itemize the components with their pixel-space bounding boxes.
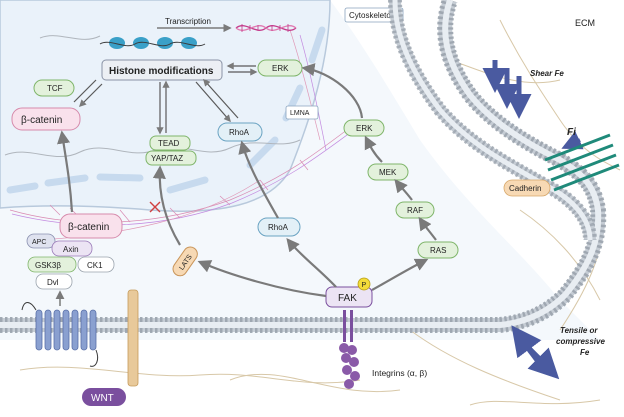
cadherin-junction: [544, 133, 620, 192]
gsk3b-label: GSK3β: [35, 261, 61, 270]
cadherin-box: [503, 179, 551, 197]
dvl-box: [35, 273, 73, 290]
histone-label: Histone modifications: [109, 66, 214, 77]
erk-cytoplasm-box: [343, 119, 385, 137]
ras-label: RAS: [430, 246, 446, 255]
tensile-label-3: Fe: [580, 348, 590, 357]
shear-force-label: Shear Fe: [530, 69, 564, 78]
mek-label: MEK: [379, 168, 397, 177]
inhibition-mark: [149, 201, 161, 213]
ck1-label: CK1: [87, 261, 103, 270]
cadherin-label: Cadherin: [509, 184, 541, 193]
histone-box: [101, 59, 223, 81]
bcatenin-nucleus-box: [11, 107, 81, 131]
rhoa-cytoplasm-box: [257, 217, 301, 237]
cytoskeleton-label: Cytoskeleton: [349, 11, 395, 20]
nucleus-arrows: [73, 62, 258, 135]
axin-box: [51, 240, 93, 257]
lmna-label: LMNA: [290, 110, 310, 117]
dna-helix: [235, 24, 297, 32]
erk-cytoplasm-label: ERK: [356, 124, 373, 133]
frizzled-receptor: [21, 302, 99, 367]
dvl-label: Dvl: [47, 278, 59, 287]
nucleosomes: [99, 37, 206, 49]
yaptaz-label: YAP/TAZ: [151, 154, 183, 163]
fak-box: [325, 286, 373, 308]
nuclear-envelope: [6, 26, 326, 194]
shear-force-arrows: [482, 60, 532, 119]
tcf-box: [33, 79, 75, 97]
wnt-box: [82, 388, 126, 406]
axin-label: Axin: [63, 245, 79, 254]
transcription-label: Transcription: [165, 17, 211, 26]
erk-nucleus-label: ERK: [272, 64, 289, 73]
cytoskeleton-tag: [344, 7, 404, 23]
bcatenin-cytoplasm-box: [59, 213, 123, 239]
bcatenin-nucleus-label: β-catenin: [21, 115, 62, 126]
tensile-label-1: Tensile or: [560, 326, 598, 335]
ecm-label: ECM: [575, 18, 595, 28]
tcf-label: TCF: [47, 84, 63, 93]
ras-box: [417, 241, 459, 259]
yaptaz-box: [145, 150, 197, 166]
apc-label: APC: [32, 239, 46, 246]
bcatenin-cytoplasm-label: β-catenin: [68, 222, 109, 233]
tensile-arrow-down: [527, 347, 560, 380]
gsk3b-box: [27, 256, 77, 273]
lats-node: LATS: [172, 246, 198, 277]
mek-box: [367, 163, 409, 181]
wnt-label: WNT: [91, 393, 114, 404]
tead-label: TEAD: [158, 139, 180, 148]
rhoa-cytoplasm-label: RhoA: [268, 223, 289, 232]
tensile-label-2: compressive: [556, 337, 605, 346]
lrp-coreceptor: [127, 289, 139, 387]
fi-arrow: [561, 131, 584, 150]
phospho-label: P: [362, 282, 367, 289]
rhoa-nucleus-label: RhoA: [229, 128, 250, 137]
integrin-receptor: [339, 310, 360, 389]
plasma-membrane: [0, 0, 607, 333]
fak-label: FAK: [338, 293, 357, 304]
raf-box: [395, 201, 435, 219]
lmna-tag: [285, 105, 319, 120]
ecm-fibers: [19, 19, 621, 406]
integrins-label: Integrins (α, β): [372, 368, 427, 378]
fi-label: Fi: [567, 127, 576, 138]
phospho-badge: [357, 277, 371, 291]
apc-box: [26, 233, 56, 249]
fak-arrows: [57, 63, 437, 298]
ck1-box: [77, 256, 115, 273]
tead-box: [149, 135, 191, 151]
raf-label: RAF: [407, 206, 423, 215]
